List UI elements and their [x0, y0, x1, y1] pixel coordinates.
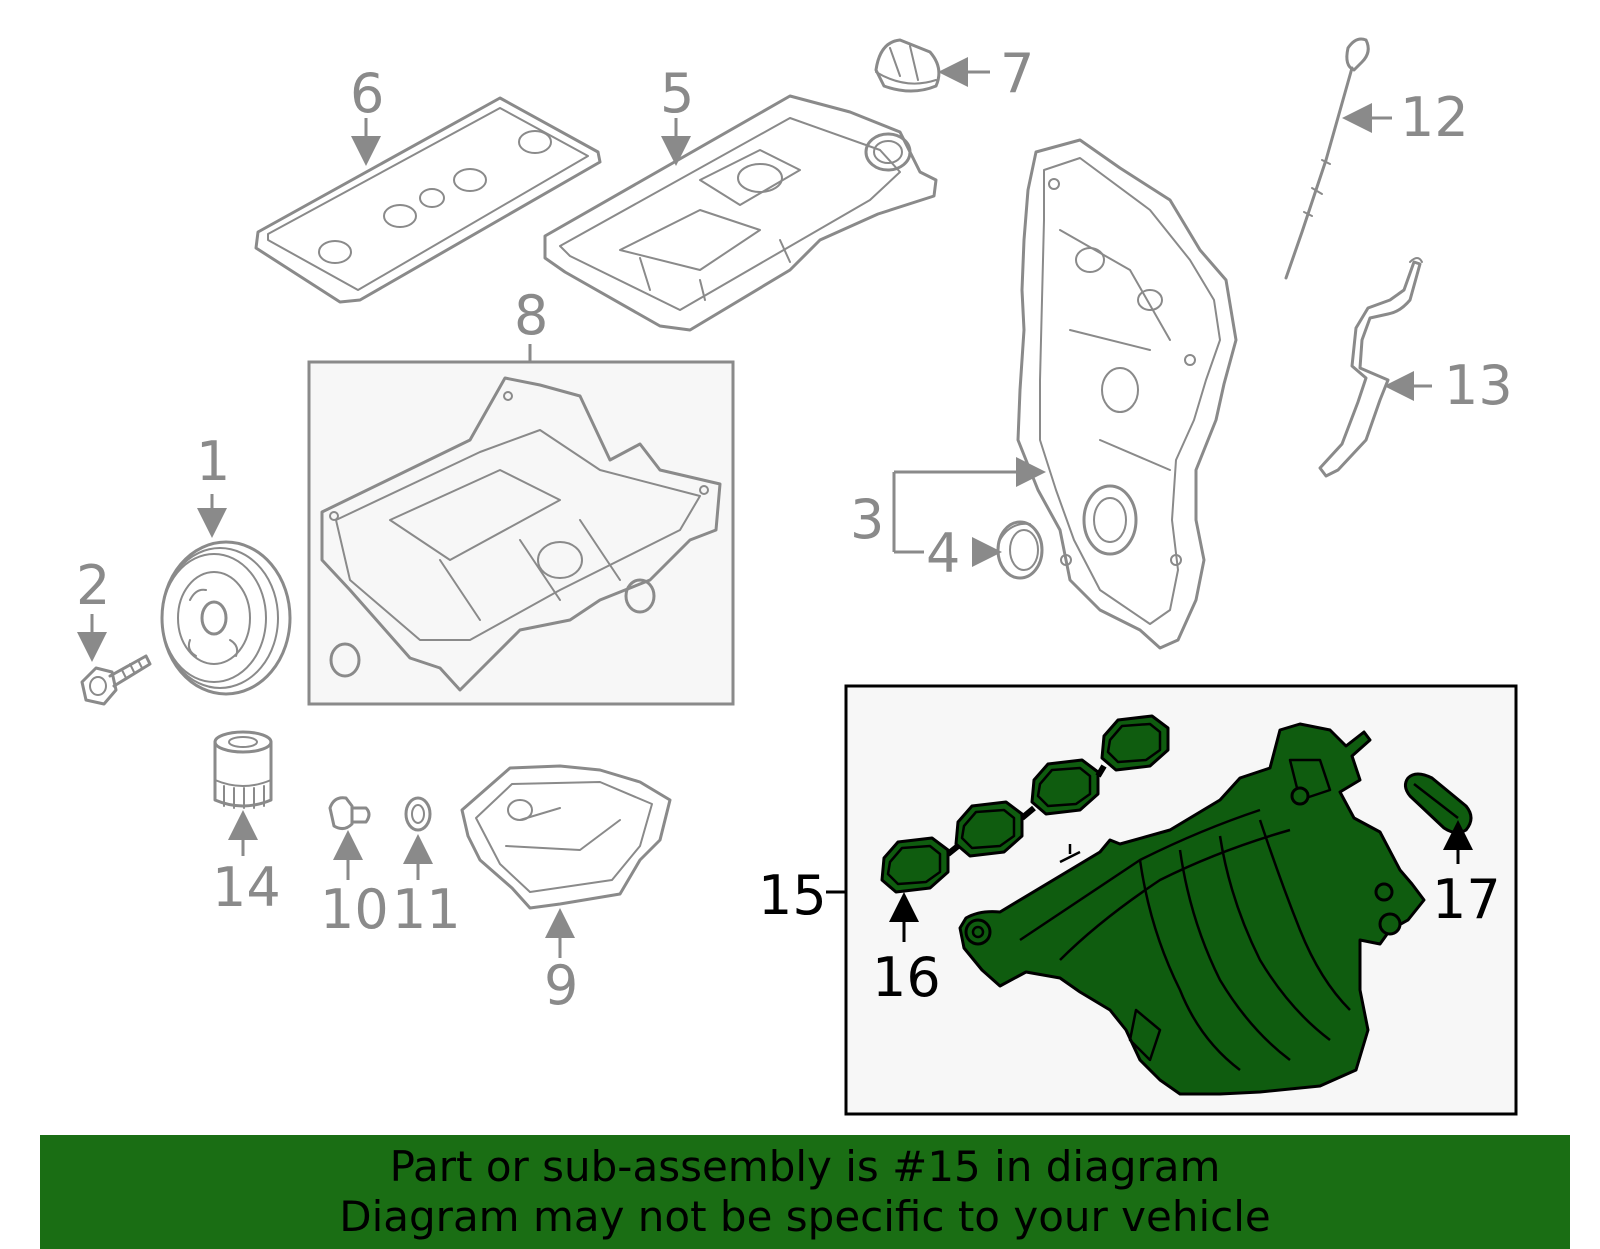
callout-7: 7: [1000, 42, 1034, 105]
drain-plug-part[interactable]: [328, 796, 371, 831]
callout-12: 12: [1400, 86, 1469, 149]
valve-cover-gasket-part[interactable]: [254, 96, 602, 304]
intake-manifold-part[interactable]: [958, 722, 1426, 1096]
lower-oil-pan-part[interactable]: [460, 764, 672, 910]
callout-2: 2: [76, 554, 110, 617]
timing-cover-part[interactable]: [1016, 138, 1238, 650]
callout-1: 1: [196, 430, 230, 493]
pulley-bolt-part[interactable]: [80, 654, 152, 706]
callout-6: 6: [350, 62, 384, 125]
upper-oil-pan-part[interactable]: [320, 376, 722, 692]
intake-gasket-part[interactable]: [880, 714, 1170, 894]
callout-8: 8: [514, 284, 548, 347]
callout-5: 5: [660, 62, 694, 125]
callout-14: 14: [212, 856, 281, 919]
front-oil-seal-part[interactable]: [996, 520, 1044, 580]
upper-oil-pan-box: [307, 360, 735, 706]
notice-line-2: Diagram may not be specific to your vehi…: [339, 1192, 1271, 1241]
crankshaft-pulley-part[interactable]: [160, 540, 292, 696]
callout-10: 10: [320, 878, 389, 941]
notice-line-1: Part or sub-assembly is #15 in diagram: [389, 1142, 1221, 1191]
callout-3: 3: [850, 488, 884, 551]
callout-11: 11: [392, 878, 461, 941]
callout-15: 15: [758, 864, 827, 927]
callout-4: 4: [926, 522, 960, 585]
oil-filter-part[interactable]: [213, 730, 273, 809]
callout-17: 17: [1432, 868, 1501, 931]
oil-dipstick-part[interactable]: [1284, 37, 1370, 280]
callout-16: 16: [872, 946, 941, 1009]
notice-banner: Part or sub-assembly is #15 in diagram D…: [40, 1135, 1570, 1249]
callout-9: 9: [544, 954, 578, 1017]
dipstick-tube-part[interactable]: [1318, 257, 1423, 478]
callout-13: 13: [1444, 354, 1513, 417]
oil-filler-cap-part[interactable]: [874, 38, 941, 93]
valve-cover-part[interactable]: [543, 94, 938, 332]
drain-plug-washer-part[interactable]: [404, 796, 432, 832]
